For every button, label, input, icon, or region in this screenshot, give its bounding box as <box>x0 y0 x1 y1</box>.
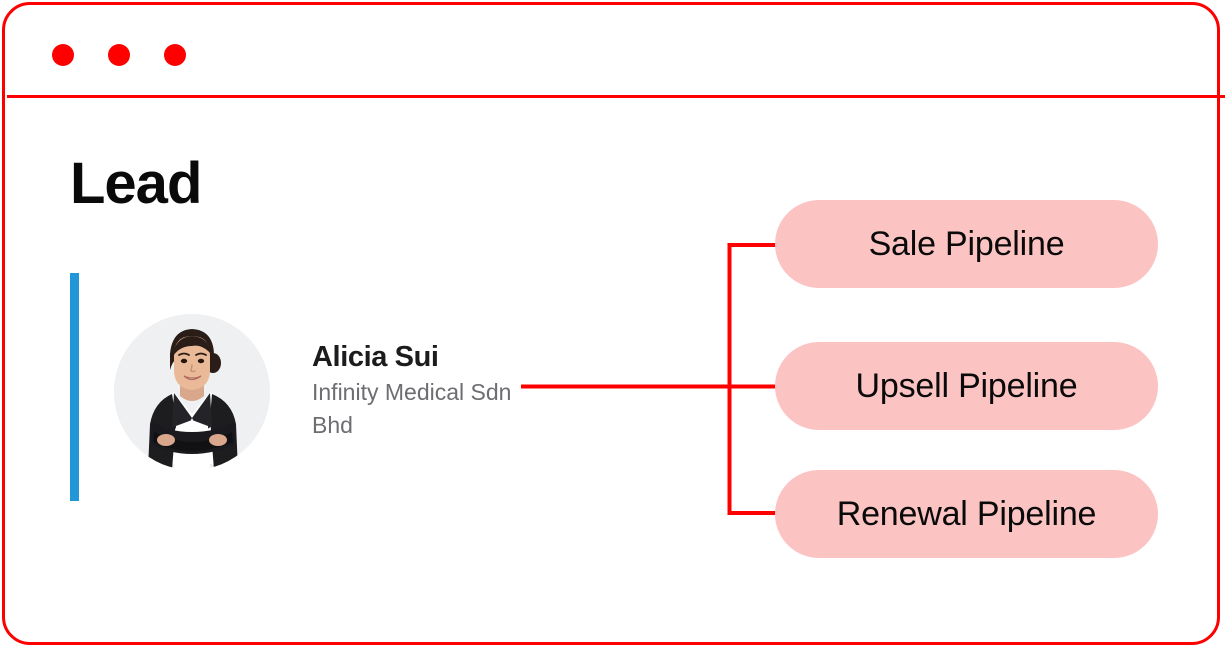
pipeline-pill-renewal[interactable]: Renewal Pipeline <box>775 470 1158 558</box>
pipeline-pill-label: Renewal Pipeline <box>836 494 1097 533</box>
window-dot-minimize-icon[interactable] <box>108 44 130 66</box>
avatar <box>114 314 270 470</box>
avatar-portrait-icon <box>114 314 270 470</box>
window-titlebar <box>7 7 1225 98</box>
pipeline-pill-label: Upsell Pipeline <box>855 366 1078 405</box>
lead-company: Infinity Medical Sdn Bhd <box>312 379 512 438</box>
window-dot-maximize-icon[interactable] <box>164 44 186 66</box>
lead-accent-bar <box>70 273 79 501</box>
page-title: Lead <box>70 151 202 216</box>
pipeline-pill-upsell[interactable]: Upsell Pipeline <box>775 342 1158 430</box>
lead-card[interactable]: Alicia Sui Infinity Medical Sdn Bhd <box>70 273 520 501</box>
window-dot-close-icon[interactable] <box>52 44 74 66</box>
pipeline-pill-sale[interactable]: Sale Pipeline <box>775 200 1158 288</box>
lead-name: Alicia Sui <box>312 341 439 373</box>
pipeline-pill-label: Sale Pipeline <box>868 224 1065 263</box>
lead-details: Alicia Sui Infinity Medical Sdn Bhd <box>312 341 522 441</box>
